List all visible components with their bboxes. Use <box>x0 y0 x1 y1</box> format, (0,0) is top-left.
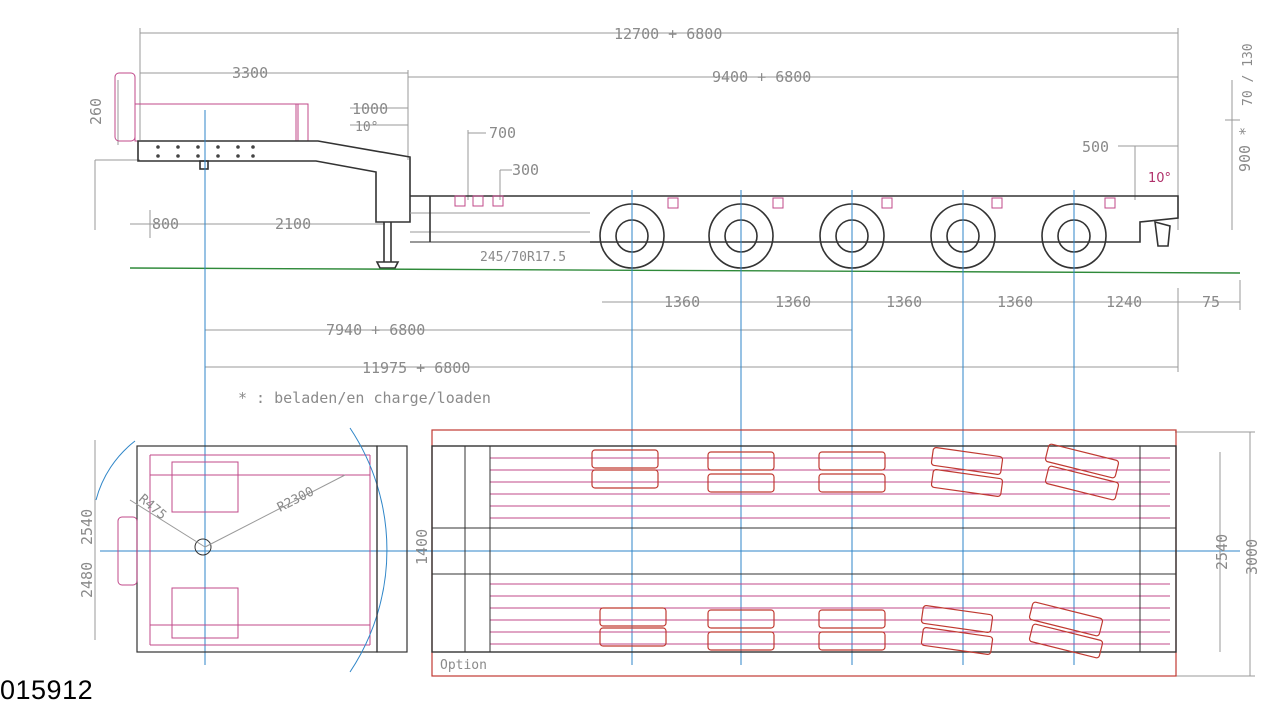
ground-line <box>129 267 1241 274</box>
rear-ramp-angle-label: 10° <box>1148 171 1171 186</box>
front-overhang-label: 800 <box>152 215 179 233</box>
option-label: Option <box>440 658 487 673</box>
overall-length-label: 12700 + 6800 <box>614 25 722 43</box>
kingpin-to-rear-label: 11975 + 6800 <box>362 359 470 377</box>
top-wheels <box>591 443 1120 659</box>
center-lines <box>100 110 1240 665</box>
deck-top <box>431 445 1177 653</box>
rear-axle-overhang-label: 1240 <box>1106 293 1142 311</box>
option-outline <box>431 429 1177 677</box>
width-front-a-label: 2480 <box>78 562 96 598</box>
axle-spacing-4-label: 1360 <box>997 293 1033 311</box>
deck-height-alt-label: 70 / 130 <box>1241 43 1256 106</box>
top-view <box>94 427 1255 677</box>
rear-end-label: 75 <box>1202 293 1220 311</box>
axle-spacing-1-label: 1360 <box>664 293 700 311</box>
axle-spacing-3-label: 1360 <box>886 293 922 311</box>
chassis <box>410 195 1179 247</box>
swing-radius-label: R2300 <box>275 484 317 515</box>
gooseneck-top <box>95 427 408 673</box>
neck-drop-label: 1000 <box>352 100 388 118</box>
side-view-labels: 12700 + 6800 3300 9400 + 6800 260 1000 1… <box>87 25 1256 407</box>
side-dimension-lines <box>94 28 1241 372</box>
rear-ramp-length-label: 500 <box>1082 138 1109 156</box>
kingpin-to-center-label: 7940 + 6800 <box>326 321 425 339</box>
overall-width-label: 3000 <box>1243 539 1261 575</box>
spacing-700-label: 700 <box>489 124 516 142</box>
gooseneck <box>114 72 411 269</box>
inner-width-label: 1400 <box>413 529 431 565</box>
load-legend: * : beladen/en charge/loaden <box>238 389 491 407</box>
front-radius-label: R475 <box>135 492 169 524</box>
gooseneck-height-label: 260 <box>87 98 105 125</box>
gooseneck-holes <box>156 145 255 158</box>
deck-width-label: 2540 <box>1213 534 1231 570</box>
gooseneck-length-label: 3300 <box>232 64 268 82</box>
side-wheels <box>599 203 1107 269</box>
width-front-b-label: 2540 <box>78 509 96 545</box>
top-dimension-lines <box>94 431 1255 677</box>
deck-length-label: 9400 + 6800 <box>712 68 811 86</box>
kingpin-to-leg-label: 2100 <box>275 215 311 233</box>
tyre-size-label: 245/70R17.5 <box>480 250 566 265</box>
axle-spacing-2-label: 1360 <box>775 293 811 311</box>
deck-height-label: 900 * <box>1236 127 1254 172</box>
spacing-300-label: 300 <box>512 161 539 179</box>
neck-angle-label: 10° <box>355 120 378 135</box>
document-code: 015912 <box>0 675 94 705</box>
